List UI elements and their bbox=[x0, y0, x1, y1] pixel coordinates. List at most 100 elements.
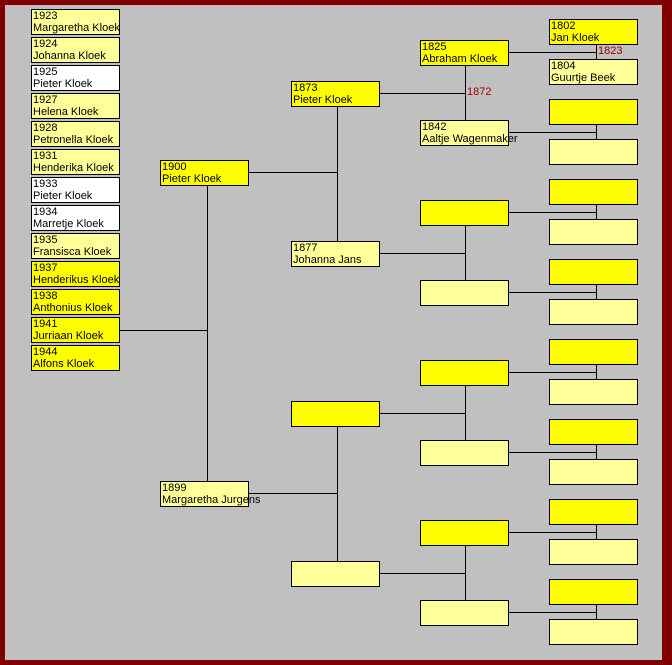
person-year bbox=[551, 460, 636, 472]
person-name: Margaretha Jurgens bbox=[162, 494, 261, 506]
person-name: Abraham Kloek bbox=[422, 53, 498, 65]
father-box[interactable] bbox=[549, 179, 638, 205]
mother-box[interactable] bbox=[549, 139, 638, 165]
person-name: Pieter Kloek bbox=[33, 78, 93, 90]
connector-line bbox=[509, 52, 596, 53]
person-name: Jan Kloek bbox=[551, 32, 600, 44]
connector-line bbox=[207, 185, 208, 481]
father-box[interactable] bbox=[549, 259, 638, 285]
person-year bbox=[551, 500, 636, 512]
person-year: 1927 bbox=[33, 94, 58, 106]
father-box[interactable] bbox=[549, 99, 638, 125]
person-year: 1804 bbox=[551, 60, 576, 72]
connector-line bbox=[337, 427, 338, 561]
person-year bbox=[293, 562, 378, 574]
connector-line bbox=[596, 45, 597, 59]
connector-line bbox=[380, 93, 465, 94]
connector-line bbox=[509, 212, 596, 213]
mother-box[interactable] bbox=[291, 561, 380, 587]
person-year: 1937 bbox=[33, 262, 58, 274]
mother-box[interactable] bbox=[420, 280, 509, 306]
connector-line bbox=[249, 493, 337, 494]
connector-line bbox=[596, 445, 597, 459]
person-year: 1941 bbox=[33, 318, 58, 330]
person-year bbox=[551, 580, 636, 592]
person-year: 1899 bbox=[162, 482, 187, 494]
father-box[interactable] bbox=[549, 419, 638, 445]
connector-line bbox=[337, 107, 338, 241]
person-year: 1873 bbox=[293, 82, 318, 94]
person-year: 1938 bbox=[33, 290, 58, 302]
person-year bbox=[551, 260, 636, 272]
mother-box[interactable] bbox=[549, 459, 638, 485]
father-box[interactable] bbox=[420, 360, 509, 386]
person-year bbox=[422, 281, 507, 293]
person-year: 1877 bbox=[293, 242, 318, 254]
connector-line bbox=[509, 292, 596, 293]
connector-line bbox=[119, 330, 207, 331]
connector-line bbox=[509, 612, 596, 613]
person-name: Pieter Kloek bbox=[162, 173, 222, 185]
connector-line bbox=[596, 285, 597, 299]
connector-line bbox=[380, 253, 465, 254]
person-name: Henderikus Kloek bbox=[33, 274, 120, 286]
mother-box[interactable] bbox=[420, 600, 509, 626]
father-box[interactable] bbox=[420, 520, 509, 546]
person-year: 1931 bbox=[33, 150, 58, 162]
father-box[interactable] bbox=[291, 401, 380, 427]
person-year: 1825 bbox=[422, 41, 447, 53]
connector-line bbox=[509, 452, 596, 453]
person-year: 1802 bbox=[551, 20, 576, 32]
father-box[interactable] bbox=[420, 200, 509, 226]
person-name: Jurriaan Kloek bbox=[33, 330, 104, 342]
person-name: Pieter Kloek bbox=[33, 190, 93, 202]
mother-box[interactable] bbox=[420, 440, 509, 466]
marriage-year: 1823 bbox=[598, 45, 623, 57]
connector-line bbox=[249, 172, 337, 173]
connector-line bbox=[596, 205, 597, 219]
person-name: Alfons Kloek bbox=[33, 358, 95, 370]
mother-box[interactable] bbox=[549, 619, 638, 645]
person-year bbox=[551, 300, 636, 312]
mother-box[interactable] bbox=[549, 379, 638, 405]
person-year bbox=[551, 180, 636, 192]
connector-line bbox=[380, 413, 465, 414]
person-name: Margaretha Kloek bbox=[33, 22, 120, 34]
father-box[interactable] bbox=[549, 579, 638, 605]
mother-box[interactable] bbox=[549, 539, 638, 565]
person-year bbox=[551, 420, 636, 432]
person-year: 1928 bbox=[33, 122, 58, 134]
mother-box[interactable] bbox=[549, 219, 638, 245]
person-year bbox=[551, 220, 636, 232]
person-year bbox=[293, 402, 378, 414]
person-year bbox=[551, 340, 636, 352]
father-box[interactable] bbox=[549, 339, 638, 365]
person-year: 1900 bbox=[162, 161, 187, 173]
mother-box[interactable] bbox=[549, 299, 638, 325]
father-box[interactable] bbox=[549, 499, 638, 525]
person-year bbox=[551, 540, 636, 552]
person-name: Petronella Kloek bbox=[33, 134, 114, 146]
